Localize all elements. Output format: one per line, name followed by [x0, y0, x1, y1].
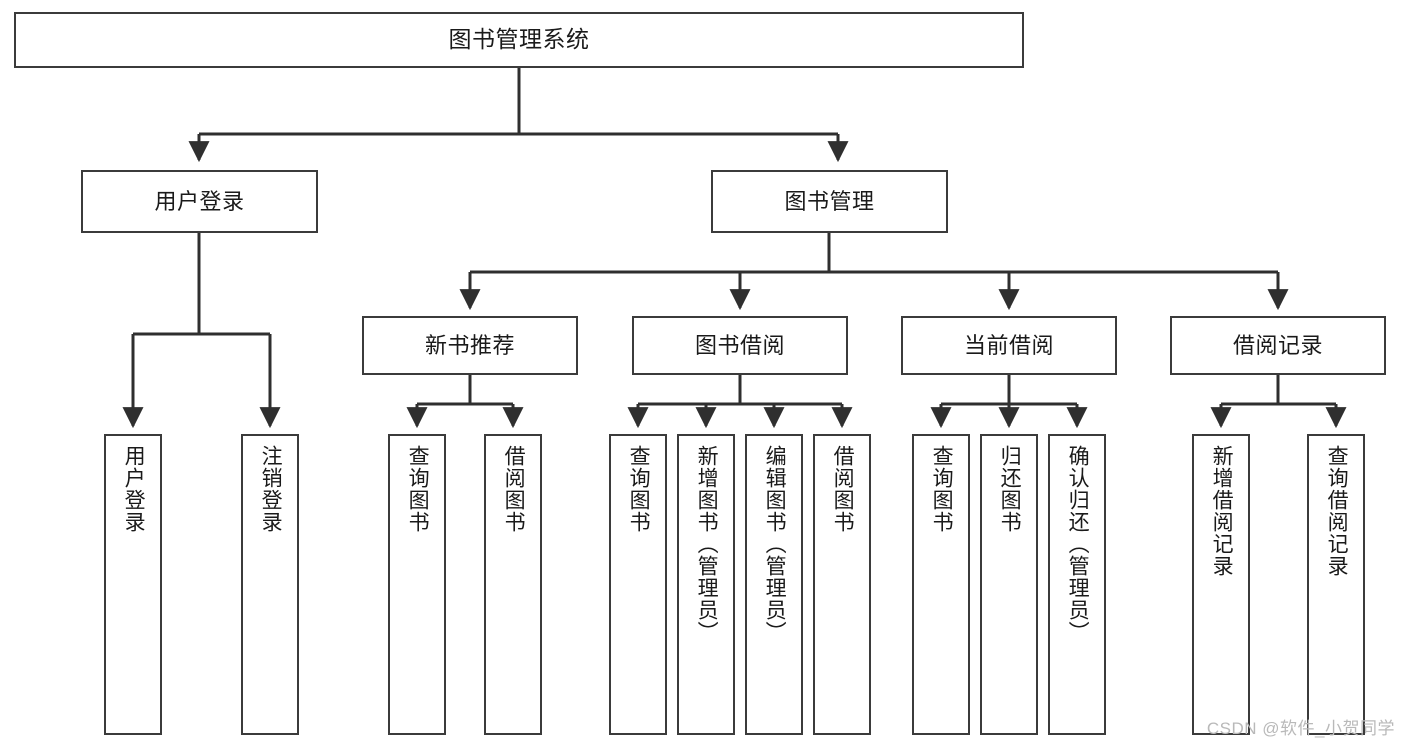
node-label: 借阅记录 [1232, 332, 1323, 358]
node-label: 借阅图书 [502, 445, 526, 533]
node-label: 查询图书 [406, 445, 430, 533]
leaf-confirm-return-admin[interactable]: 确认归还（管理员） [1048, 434, 1106, 735]
csdn-watermark: CSDN @软件_小贺同学 [1206, 719, 1395, 738]
node-label: 图书借阅 [694, 332, 785, 358]
leaf-add-book-admin[interactable]: 新增图书（管理员） [677, 434, 735, 735]
node-book-management[interactable]: 图书管理 [711, 170, 948, 233]
node-label: 借阅图书 [831, 445, 855, 533]
node-label: 用户登录 [154, 188, 245, 214]
node-label: 归还图书 [998, 445, 1022, 533]
leaf-query-borrow-record[interactable]: 查询借阅记录 [1307, 434, 1365, 735]
leaf-query-book-recommend[interactable]: 查询图书 [388, 434, 446, 735]
node-label: 确认归还（管理员） [1066, 445, 1090, 643]
leaf-edit-book-admin[interactable]: 编辑图书（管理员） [745, 434, 803, 735]
node-label: 新增图书（管理员） [695, 445, 719, 643]
node-label: 编辑图书（管理员） [763, 445, 787, 643]
leaf-query-book-borrow[interactable]: 查询图书 [609, 434, 667, 735]
node-label: 图书管理系统 [448, 26, 590, 53]
leaf-borrow-book-recommend[interactable]: 借阅图书 [484, 434, 542, 735]
node-current-borrow[interactable]: 当前借阅 [901, 316, 1117, 375]
leaf-return-book[interactable]: 归还图书 [980, 434, 1038, 735]
node-user-login[interactable]: 用户登录 [81, 170, 318, 233]
node-label: 新书推荐 [424, 332, 515, 358]
leaf-query-book-current[interactable]: 查询图书 [912, 434, 970, 735]
node-label: 查询图书 [627, 445, 651, 533]
leaf-user-login[interactable]: 用户登录 [104, 434, 162, 735]
node-borrow-records[interactable]: 借阅记录 [1170, 316, 1386, 375]
leaf-add-borrow-record[interactable]: 新增借阅记录 [1192, 434, 1250, 735]
node-label: 用户登录 [122, 445, 146, 533]
node-new-book-recommend[interactable]: 新书推荐 [362, 316, 578, 375]
node-label: 图书管理 [784, 188, 875, 214]
leaf-borrow-book[interactable]: 借阅图书 [813, 434, 871, 735]
node-book-borrow[interactable]: 图书借阅 [632, 316, 848, 375]
node-label: 新增借阅记录 [1210, 445, 1234, 577]
node-label: 查询图书 [930, 445, 954, 533]
node-root-system[interactable]: 图书管理系统 [14, 12, 1024, 68]
node-label: 注销登录 [259, 445, 283, 533]
node-label: 查询借阅记录 [1325, 445, 1349, 577]
node-label: 当前借阅 [963, 332, 1054, 358]
leaf-user-logout[interactable]: 注销登录 [241, 434, 299, 735]
